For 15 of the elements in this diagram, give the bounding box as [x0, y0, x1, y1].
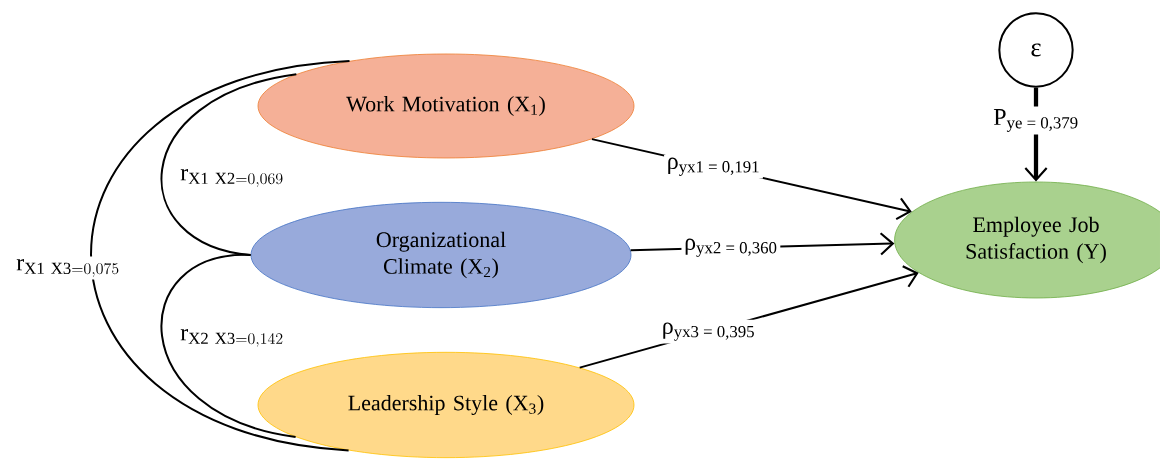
edge-label: ρ$_{yx2 = 0,360}$	[685, 238, 777, 257]
edge-label: $\mathrm{r}_{\mathrm{X1\ X3} = 0{,}075}$	[16, 259, 119, 277]
ellipse-node: Leadership Style (X$_{3}$)	[257, 351, 635, 459]
ellipse-node: Work Motivation (X$_{1}$)	[257, 53, 635, 159]
curved-line	[90, 60, 351, 452]
edge-label: ρ$_{yx1 = 0,191}$	[668, 157, 759, 176]
edge-label: ρ$_{yx3 = 0,395}$	[663, 322, 754, 341]
edge-label: $\mathrm{r}_{\mathrm{X2\ X3} = 0{,}142}$	[180, 329, 283, 347]
curved-line	[161, 73, 298, 256]
circle-node: ε	[998, 12, 1074, 88]
ellipse-node: Organizational Climate (X$_{2}$)	[250, 201, 632, 309]
edge-label: $\mathrm{r}_{\mathrm{X1\ X2} = 0{,}069}$	[180, 169, 283, 187]
ellipse-node: Employee Job Satisfaction (Y)	[894, 181, 1160, 299]
edge-label: P$_{ye = 0,379}$	[993, 109, 1078, 132]
curved-line	[161, 254, 297, 438]
